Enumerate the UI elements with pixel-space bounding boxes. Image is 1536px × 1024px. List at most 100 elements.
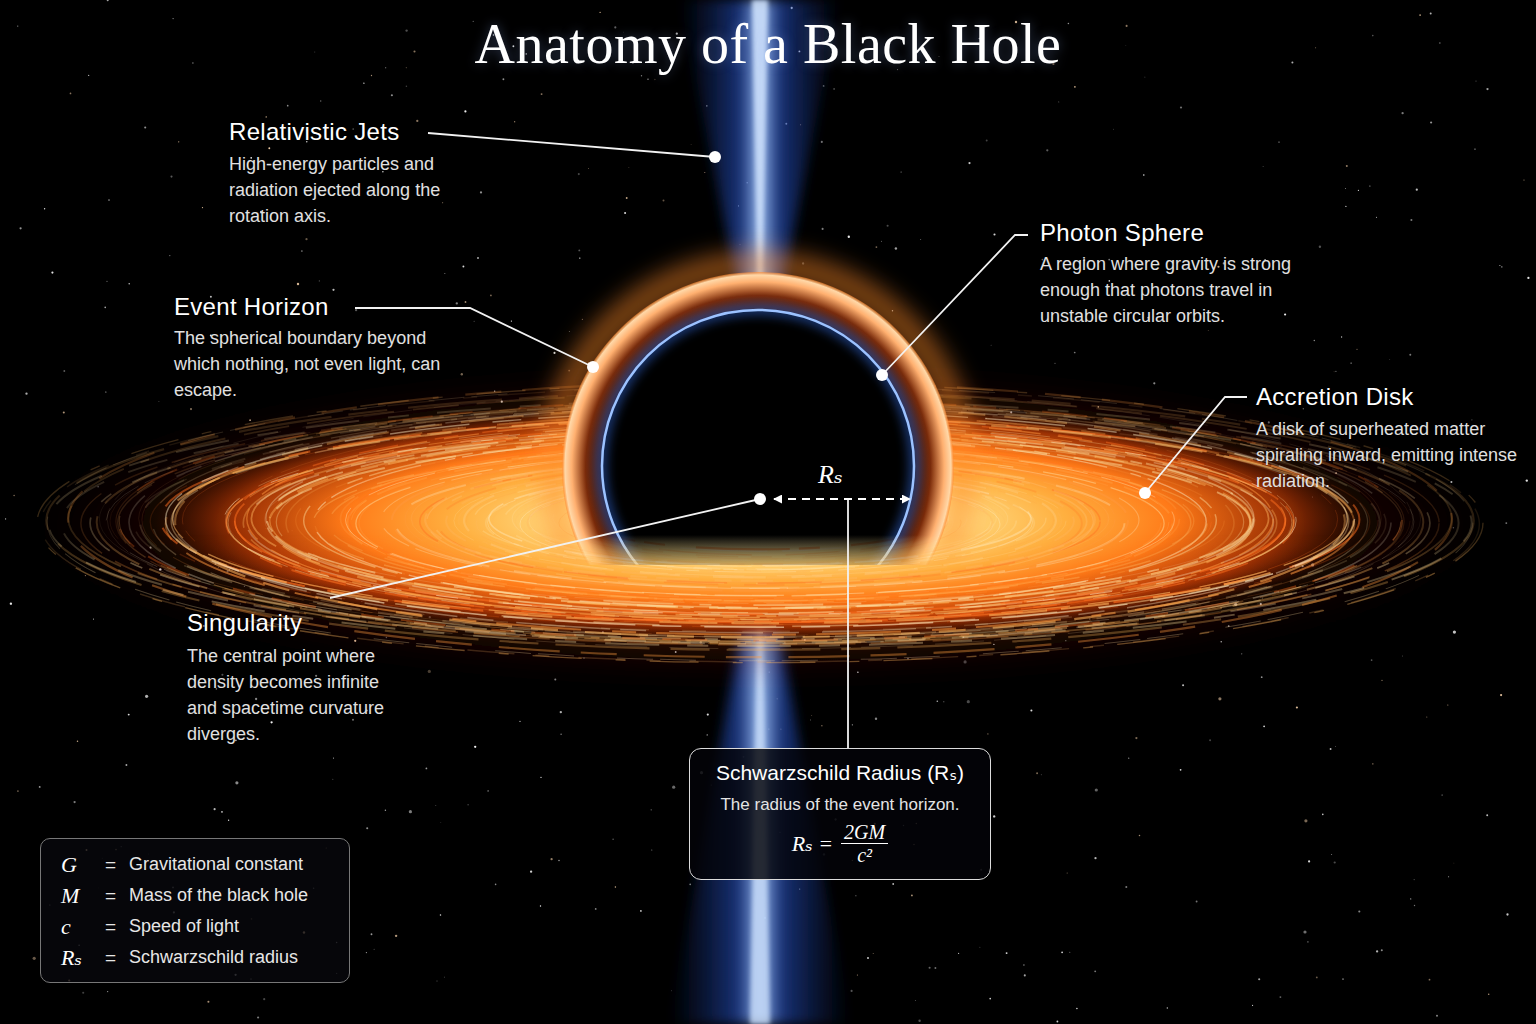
star [553, 352, 555, 354]
star [320, 100, 322, 102]
star [17, 26, 18, 27]
star [106, 281, 107, 282]
radius-arrow [774, 498, 910, 500]
callout-heading: Relativistic Jets [229, 118, 399, 146]
star [1058, 101, 1060, 103]
star [1069, 952, 1070, 953]
star [373, 948, 375, 950]
star [1402, 655, 1404, 657]
star [1263, 726, 1265, 728]
star [178, 141, 179, 142]
star [1279, 996, 1281, 998]
star [413, 50, 415, 52]
leader-line [330, 499, 760, 598]
star [821, 141, 823, 143]
star [1135, 737, 1137, 739]
star [943, 701, 944, 702]
star [920, 239, 922, 241]
star [1342, 978, 1344, 980]
disk-front-body [150, 400, 1370, 640]
fraction-numerator: 2GM [841, 821, 888, 843]
star [70, 93, 72, 95]
star [654, 79, 655, 80]
star [25, 393, 27, 395]
star [875, 246, 877, 248]
star [1261, 676, 1263, 678]
star [1372, 35, 1374, 37]
callout-heading: Photon Sphere [1040, 219, 1204, 247]
definition-box: Schwarzschild Radius (Rₛ)The radius of t… [689, 748, 991, 880]
star [651, 849, 652, 850]
star [363, 83, 364, 84]
star [10, 603, 12, 605]
box-heading: Schwarzschild Radius (Rₛ) [716, 759, 964, 787]
star [435, 804, 437, 806]
star [967, 700, 970, 703]
star [1410, 898, 1411, 899]
star [1506, 913, 1508, 915]
star [268, 147, 270, 149]
star [881, 240, 883, 242]
star [172, 18, 173, 19]
star [1526, 479, 1528, 481]
star [1426, 717, 1427, 718]
star [560, 711, 562, 713]
star [169, 255, 170, 256]
star [88, 75, 89, 76]
star [987, 733, 988, 734]
star [990, 344, 992, 346]
formula-lhs: Rₛ = [792, 831, 833, 857]
star-field [5, 0, 1530, 1022]
star [979, 946, 981, 948]
star [1061, 952, 1063, 954]
star [1182, 684, 1184, 686]
star [1196, 901, 1198, 903]
star [875, 718, 877, 720]
star [1296, 706, 1298, 708]
star [1501, 266, 1503, 268]
star [578, 249, 580, 251]
star [558, 860, 559, 861]
star [366, 952, 367, 953]
star [550, 858, 552, 860]
star [228, 820, 229, 821]
star [170, 176, 172, 178]
star [1409, 354, 1411, 356]
callout-dot [709, 151, 721, 163]
star [579, 257, 580, 258]
star [1414, 879, 1415, 880]
leader-line [428, 133, 715, 157]
star [1414, 905, 1415, 906]
star [1376, 950, 1378, 952]
star [502, 78, 504, 80]
star [355, 309, 357, 311]
star [595, 908, 597, 910]
star [17, 790, 19, 792]
star [530, 871, 532, 873]
star [1358, 910, 1360, 912]
star [1486, 814, 1488, 816]
star [690, 143, 692, 145]
callout-dot [876, 369, 888, 381]
star [663, 200, 665, 202]
star [1341, 336, 1342, 337]
star [93, 619, 94, 620]
star [301, 250, 303, 252]
star [332, 289, 334, 291]
star [1331, 854, 1332, 855]
star [39, 786, 41, 788]
star [1429, 979, 1431, 981]
star [810, 719, 812, 721]
callout-text: A disk of superheated matter spiraling i… [1256, 416, 1518, 494]
equals-sign: = [105, 947, 129, 969]
star [145, 695, 148, 698]
star [33, 957, 36, 960]
star [352, 719, 354, 721]
star [852, 724, 853, 725]
star [540, 777, 541, 778]
singularity-dot [754, 493, 766, 505]
star [1453, 862, 1455, 864]
star [1447, 704, 1448, 705]
star [651, 809, 652, 810]
leader-line [882, 235, 1028, 375]
